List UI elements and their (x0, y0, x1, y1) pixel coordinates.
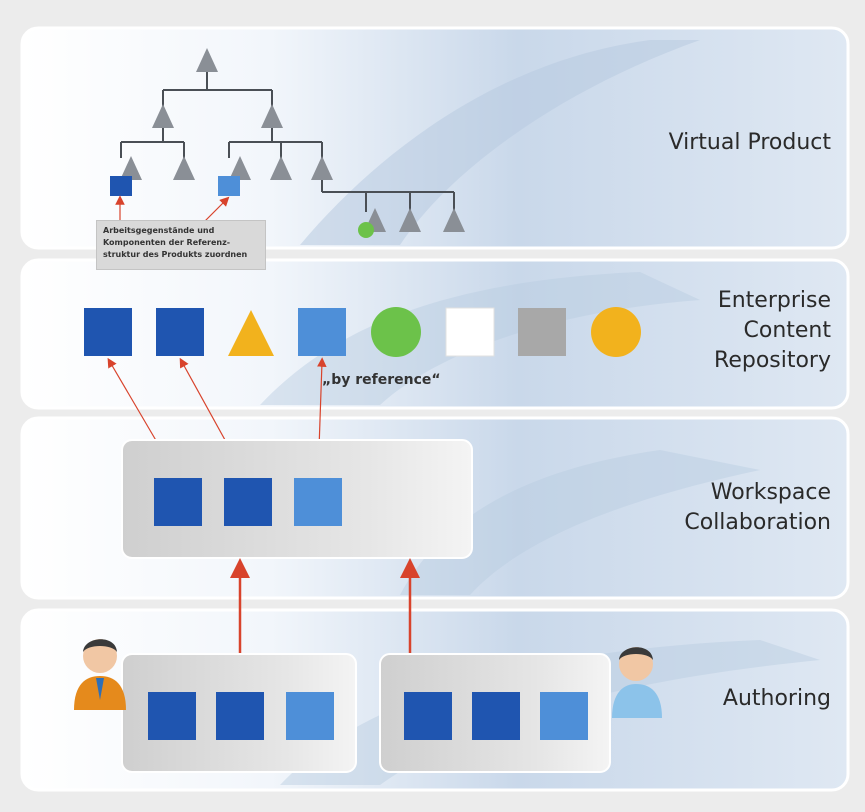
workspace-item-dark-square (224, 478, 272, 526)
tree-node-triangle (196, 48, 218, 72)
layer-label-ecr-line: Content (743, 318, 832, 343)
ecr-item-light-square (298, 308, 346, 356)
ecr-item-white-square (445, 307, 495, 357)
tree-leaf-dark-square (110, 176, 132, 196)
by-reference-label: „by reference“ (322, 372, 441, 388)
link-arrow (203, 196, 230, 223)
layer-label-virtual-product: Virtual Product (668, 130, 831, 155)
product-tree (120, 72, 455, 212)
workspace-item-light-square (294, 478, 342, 526)
ecr-item-orange-circle (591, 307, 641, 357)
workspace-item-dark-square (154, 478, 202, 526)
layer-label-workspace-line: Collaboration (684, 510, 831, 535)
authoring-item-dark-square (148, 692, 196, 740)
tree-node-triangle (152, 104, 174, 128)
tree-node-triangle (311, 156, 333, 180)
layer-panel-ecr (20, 258, 850, 410)
background-car-shape (300, 40, 700, 245)
ecr-item-gray-square (518, 308, 566, 356)
authoring-item-light-square (540, 692, 588, 740)
ecr-item-orange-triangle (228, 310, 274, 356)
tree-node-triangle (229, 156, 251, 180)
tree-node-triangle (399, 208, 421, 232)
annotation-note: Arbeitsgegenstände und Komponenten der R… (96, 220, 266, 270)
authoring-item-dark-square (404, 692, 452, 740)
background-car-shape (400, 450, 760, 595)
tree-leaf-green-circle (358, 222, 374, 238)
annotation-note-line: struktur des Produkts zuordnen (103, 250, 248, 259)
annotation-note-line: Arbeitsgegenstände und (103, 226, 215, 235)
annotation-note-line: Komponenten der Referenz- (103, 238, 231, 247)
tree-node-triangle (261, 104, 283, 128)
ecr-item-dark-square (84, 308, 132, 356)
authoring-item-light-square (286, 692, 334, 740)
tree-node-triangle (120, 156, 142, 180)
ecr-item-dark-square (156, 308, 204, 356)
layer-label-workspace: Workspace Collaboration (684, 478, 831, 538)
authoring-item-dark-square (472, 692, 520, 740)
layer-label-ecr: Enterprise Content Repository (714, 286, 831, 376)
tree-leaf-light-square (218, 176, 240, 196)
person-icon-orange (74, 639, 126, 710)
person-icon-blue (612, 647, 662, 718)
authoring-item-dark-square (216, 692, 264, 740)
layer-label-ecr-line: Repository (714, 348, 831, 373)
tree-node-triangle (270, 156, 292, 180)
layer-label-ecr-line: Enterprise (717, 288, 831, 313)
ecr-item-green-circle (371, 307, 421, 357)
tree-node-triangle (443, 208, 465, 232)
layer-label-workspace-line: Workspace (710, 480, 831, 505)
tree-node-triangle (173, 156, 195, 180)
tree-nodes (120, 48, 465, 232)
layer-label-authoring: Authoring (722, 686, 831, 711)
